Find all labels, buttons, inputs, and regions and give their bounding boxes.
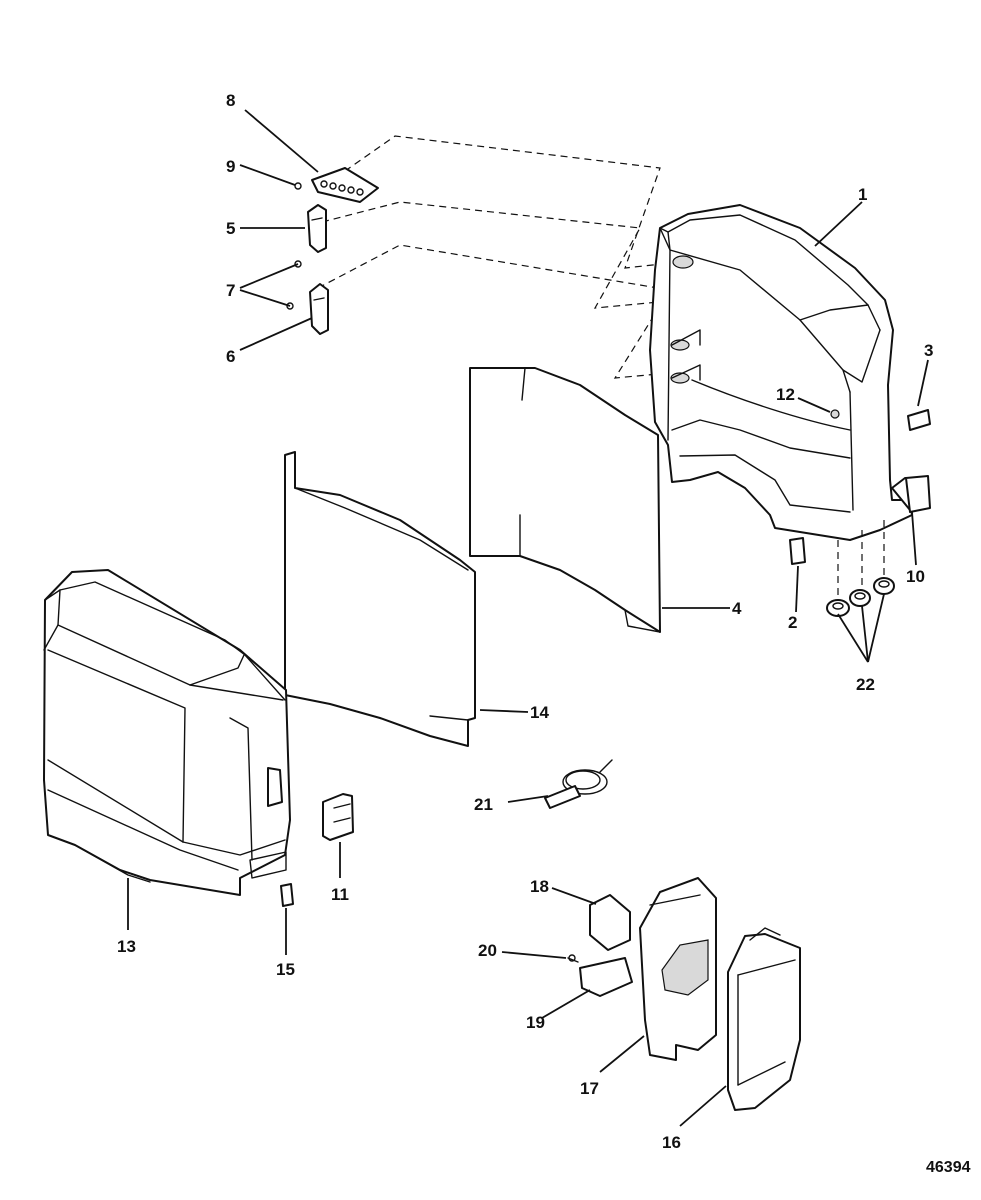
part-top-cowl-rear [649,204,923,541]
reference-number: 46394 [926,1159,971,1176]
callout-8: 8 [226,91,235,110]
part-inner-panel-front [284,451,476,747]
callout-9: 9 [226,157,235,176]
part-screws [286,182,302,310]
callout-4: 4 [732,599,742,618]
callout-6: 6 [226,347,235,366]
callout-12: 12 [776,385,795,404]
callout-10: 10 [906,567,925,586]
part-hinge-lower [309,283,329,335]
callout-leader-lines [127,109,929,1127]
callout-18: 18 [530,877,549,896]
callout-2: 2 [788,613,797,632]
callout-14: 14 [530,703,549,722]
part-grommet-pad [589,894,631,951]
callout-16: 16 [662,1133,681,1152]
assembly-dashed-lines [317,135,681,379]
callout-22: 22 [856,675,875,694]
part-front-cowl [43,569,291,896]
callout-7: 7 [226,281,235,300]
part-latch-plate [322,793,354,841]
callout-5: 5 [226,219,235,238]
callout-19: 19 [526,1013,545,1032]
callout-1: 1 [858,185,867,204]
part-latch-bar [311,167,379,203]
part-inner-panel-rear [469,367,661,633]
part-bracket-and-screw [567,954,633,997]
part-small-clip [789,537,806,565]
callout-15: 15 [276,960,295,979]
part-latch-bracket [905,475,931,513]
part-small-pad [907,409,931,431]
callout-11: 11 [331,885,349,904]
callout-20: 20 [478,941,497,960]
callout-17: 17 [580,1079,599,1098]
part-seal-plate [639,877,717,1061]
callout-labels: 1 2 3 4 5 6 7 8 9 10 11 12 13 14 15 16 1… [117,91,971,1176]
callout-21: 21 [474,795,493,814]
callout-3: 3 [924,341,933,360]
part-cover-panel [727,927,801,1111]
part-hinge-upper [307,204,327,253]
part-small-clip-lower [280,883,294,907]
callout-13: 13 [117,937,136,956]
part-cable-lanyard [544,759,613,809]
